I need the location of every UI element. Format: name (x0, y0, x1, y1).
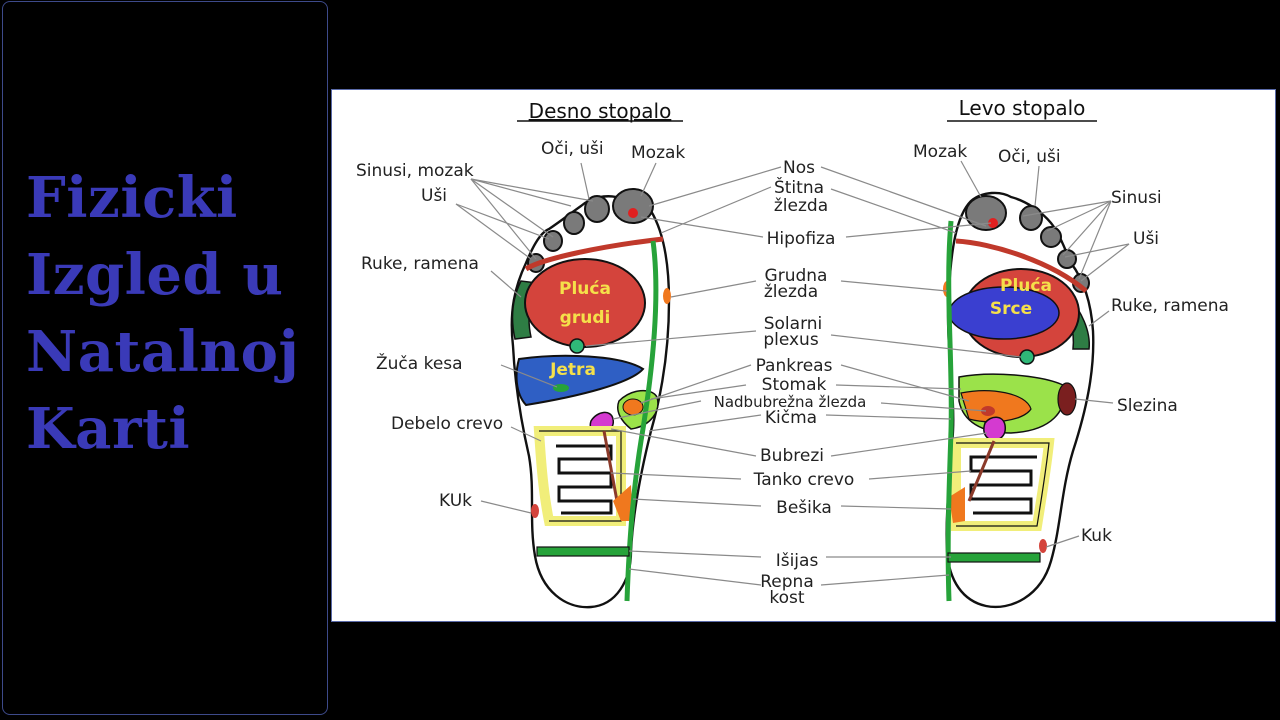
left-foot-title: Levo stopalo (959, 96, 1086, 120)
left-ureter (967, 440, 996, 502)
label-right-zuca-kesa: Žuča kesa (376, 352, 463, 374)
right-colon-outline (539, 430, 622, 522)
label-kicma: Kičma (765, 408, 817, 428)
left-small-intestine (969, 455, 1037, 515)
left-lungs-label: Pluća (1000, 276, 1052, 296)
label-right-oci-usi: Oči, uši (541, 139, 604, 159)
right-bladder (613, 485, 633, 521)
right-toe-2 (584, 195, 610, 223)
label-left-slezina: Slezina (1117, 396, 1178, 416)
left-toe-2 (1019, 205, 1043, 231)
left-spine-line (945, 220, 954, 602)
label-isijas: Išijas (776, 551, 819, 571)
left-kidney (983, 416, 1006, 441)
label-right-mozak: Mozak (631, 143, 685, 163)
left-toe-line (955, 238, 1088, 293)
reflexology-diagram: Pluća grudi Jetra (331, 89, 1276, 622)
label-tanko-crevo: Tanko crevo (753, 470, 855, 490)
right-foot-title: Desno stopalo (529, 99, 672, 123)
right-lungs-zone (524, 258, 646, 348)
label-repna-1: Repna (760, 572, 814, 592)
right-liver-label: Jetra (549, 360, 596, 380)
label-grudna-1: Grudna (765, 266, 828, 286)
label-right-sinusi-mozak: Sinusi, mozak (356, 161, 474, 181)
label-left-oci-usi: Oči, uši (998, 147, 1061, 167)
right-sciatic-band (536, 546, 630, 557)
right-lungs-label-1: Pluća (559, 279, 611, 299)
label-solarni-1: Solarni (764, 314, 823, 334)
right-ureter (602, 430, 619, 502)
left-adrenal (981, 406, 995, 416)
label-nos: Nos (783, 158, 815, 178)
left-sciatic-band (947, 552, 1041, 563)
right-spine-line (624, 240, 659, 602)
label-bubrezi: Bubrezi (760, 446, 824, 466)
right-big-toe (612, 188, 654, 224)
label-grudna-2: žlezda (764, 282, 818, 302)
right-foot: Pluća grudi Jetra (510, 188, 671, 609)
right-toe-3 (563, 211, 585, 235)
label-right-debelo-crevo: Debelo crevo (391, 414, 503, 434)
label-left-usi: Uši (1133, 229, 1159, 249)
right-liver-zone (515, 354, 645, 407)
label-right-kuk: KUk (439, 491, 472, 511)
label-stitna-1: Štitna (774, 176, 824, 198)
label-solarni-2: plexus (763, 330, 819, 350)
label-nadbubrezna: Nadbubrežna žlezda (714, 393, 867, 411)
foot-map-svg: Pluća grudi Jetra (356, 96, 1229, 609)
right-toe-line (524, 236, 664, 272)
label-left-sinusi: Sinusi (1111, 188, 1162, 208)
right-breast-gland (663, 288, 671, 304)
label-pankreas: Pankreas (756, 356, 833, 376)
left-brain-point (988, 218, 998, 228)
left-heart-label: Srce (990, 299, 1032, 319)
right-gallbladder (553, 384, 569, 392)
left-toe-4 (1057, 249, 1077, 269)
label-repna-2: kost (769, 588, 804, 608)
left-spleen (1057, 382, 1077, 416)
right-pancreas-zone (622, 398, 644, 416)
slide-title: Fizicki Izgled u Natalnoj Karti (26, 165, 300, 462)
left-toe-3 (1040, 226, 1062, 248)
right-toe-4 (543, 230, 563, 252)
right-lungs-label-2: grudi (560, 308, 611, 328)
right-solar-plexus (569, 338, 585, 354)
left-foot: Pluća Srce (943, 191, 1095, 609)
label-left-mozak: Mozak (913, 142, 967, 162)
label-stomak: Stomak (762, 375, 827, 395)
label-stitna-2: žlezda (774, 196, 828, 216)
label-left-kuk: Kuk (1081, 526, 1112, 546)
label-besika: Bešika (776, 498, 832, 518)
right-brain-point (628, 208, 638, 218)
right-small-intestine (556, 444, 613, 515)
label-right-usi: Uši (421, 186, 447, 206)
left-bladder (949, 487, 965, 523)
label-right-ruke-ramena: Ruke, ramena (361, 254, 479, 274)
left-solar-plexus (1019, 349, 1035, 365)
left-pancreas-zone (960, 390, 1032, 423)
side-panel (2, 1, 328, 715)
left-colon-outline (956, 442, 1050, 527)
leader-lines (455, 160, 1130, 586)
right-hip-point (531, 504, 539, 518)
label-hipofiza: Hipofiza (767, 229, 836, 249)
label-left-ruke-ramena: Ruke, ramena (1111, 296, 1229, 316)
left-hip-point (1039, 539, 1047, 553)
